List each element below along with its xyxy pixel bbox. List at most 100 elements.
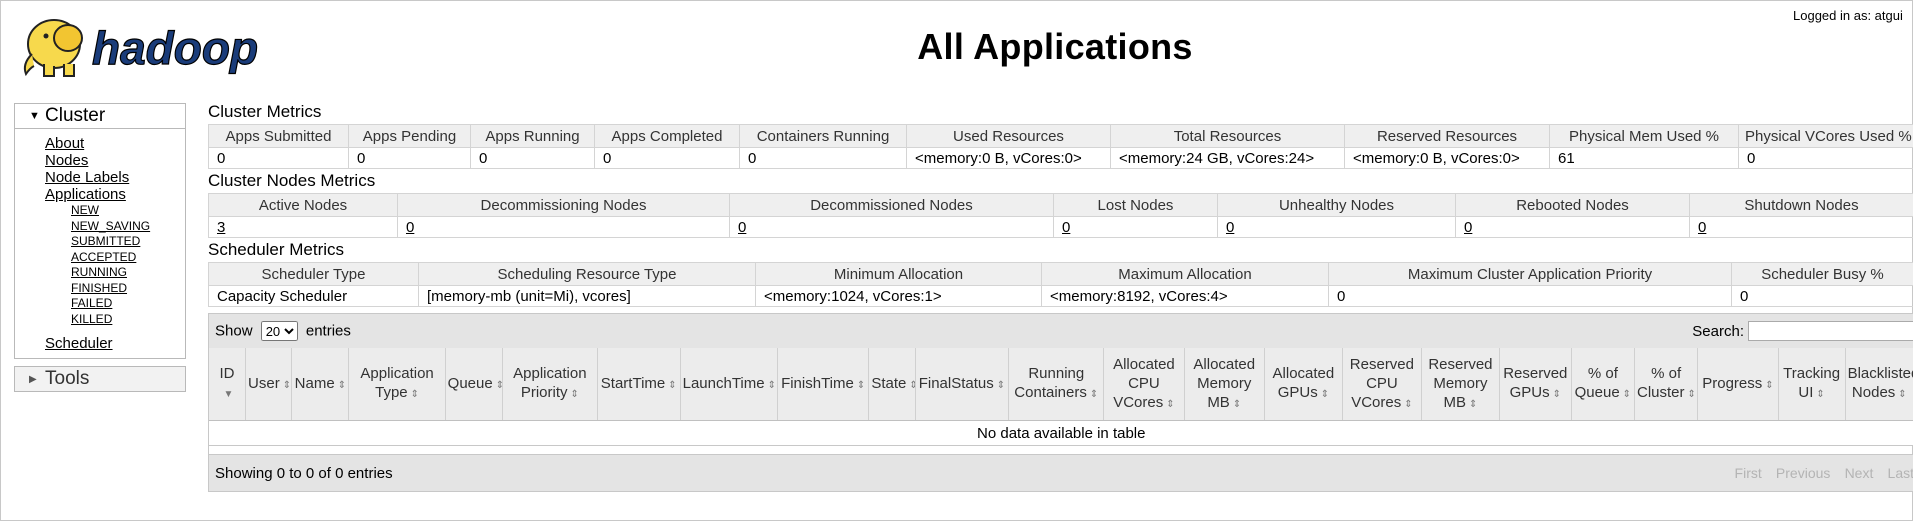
pager-previous-button[interactable]: Previous: [1775, 464, 1831, 481]
cluster-section-toggle[interactable]: ▼ Cluster: [15, 104, 185, 129]
decommissioning-nodes-link[interactable]: 0: [406, 218, 415, 236]
col-label: LaunchTime: [682, 374, 765, 392]
col-decommissioning-nodes: Decommissioning Nodes: [397, 193, 730, 217]
search-input[interactable]: [1748, 321, 1913, 341]
nav-link-state-killed[interactable]: KILLED: [71, 311, 113, 326]
sort-col-application-type[interactable]: Application Type⇕: [348, 348, 446, 421]
tools-label: Tools: [45, 368, 90, 389]
sort-col-blacklisted-nodes[interactable]: Blacklisted Nodes⇕: [1845, 348, 1913, 421]
nav-link-state-failed[interactable]: FAILED: [71, 296, 113, 310]
sort-col-tracking-ui[interactable]: Tracking UI⇕: [1778, 348, 1846, 421]
sort-icon: ⇕: [1765, 379, 1774, 391]
sort-icon: ⇕: [1089, 389, 1099, 400]
pager-next-button[interactable]: Next: [1844, 464, 1874, 481]
col-max-app-priority: Maximum Cluster Application Priority: [1328, 262, 1732, 286]
node-metrics-table: Active Nodes Decommissioning Nodes Decom…: [208, 193, 1913, 238]
max-app-priority-value: 0: [1328, 285, 1732, 307]
entries-label: entries: [305, 322, 351, 340]
scheduler-metrics-title: Scheduler Metrics: [208, 240, 345, 259]
unhealthy-nodes-link[interactable]: 0: [1226, 218, 1235, 236]
page-size-select[interactable]: 20: [260, 321, 298, 341]
sort-icon: ⇕: [1320, 389, 1330, 400]
table-footer: Showing 0 to 0 of 0 entries First Previo…: [209, 454, 1913, 491]
sort-col-percent-of-queue[interactable]: % of Queue⇕: [1571, 348, 1636, 421]
col-shutdown-nodes: Shutdown Nodes: [1689, 193, 1913, 217]
app-state-links: NEW NEW_SAVING SUBMITTED ACCEPTED RUNNIN…: [45, 203, 185, 327]
sort-icon: ⇕: [1816, 389, 1825, 400]
tools-section-toggle[interactable]: ▶ Tools: [14, 366, 186, 392]
sort-col-allocated-gpus[interactable]: Allocated GPUs⇕: [1264, 348, 1343, 421]
sort-icon: ⇕: [1687, 389, 1696, 400]
col-scheduler-busy: Scheduler Busy %: [1731, 262, 1913, 286]
col-reserved-resources: Reserved Resources: [1344, 124, 1550, 148]
col-label: ID: [219, 365, 235, 382]
sort-icon: ⇕: [1898, 389, 1907, 400]
triangle-right-icon: ▶: [29, 373, 37, 385]
shutdown-nodes-link[interactable]: 0: [1698, 218, 1707, 236]
page-title: All Applications: [917, 26, 1193, 67]
nav-link-state-submitted[interactable]: SUBMITTED: [71, 234, 141, 248]
sort-col-reserved-memory-mb[interactable]: Reserved Memory MB⇕: [1421, 348, 1500, 421]
col-minimum-allocation: Minimum Allocation: [755, 262, 1042, 286]
nav-link-about[interactable]: About: [45, 135, 85, 152]
nav-link-nodes[interactable]: Nodes: [45, 152, 89, 169]
sort-icon: ⇕: [496, 380, 502, 391]
sort-col-final-status[interactable]: FinalStatus⇕: [915, 348, 1010, 421]
nav-link-state-new-saving[interactable]: NEW_SAVING: [71, 218, 151, 233]
active-nodes-link[interactable]: 3: [217, 218, 226, 236]
col-label: % of Queue: [1574, 365, 1620, 401]
sort-icon: ⇕: [767, 379, 776, 391]
col-label: Tracking UI: [1783, 365, 1841, 401]
sort-col-name[interactable]: Name⇕: [291, 348, 350, 421]
sort-col-launch-time[interactable]: LaunchTime⇕: [680, 348, 779, 421]
pagination: First Previous Next Last: [1725, 465, 1913, 482]
sort-col-percent-of-cluster[interactable]: % of Cluster⇕: [1634, 348, 1699, 421]
col-lost-nodes: Lost Nodes: [1053, 193, 1218, 217]
total-resources-value: <memory:24 GB, vCores:24>: [1110, 147, 1345, 169]
scheduler-type-value: Capacity Scheduler: [208, 285, 419, 307]
nav-link-applications[interactable]: Applications: [45, 186, 126, 203]
applications-table: ID▼ User⇕ Name⇕ Application Type⇕ Queue⇕…: [209, 348, 1913, 446]
sort-col-running-containers[interactable]: Running Containers⇕: [1008, 348, 1105, 421]
nav-link-state-running[interactable]: RUNNING: [71, 265, 127, 279]
nav-link-state-new[interactable]: NEW: [71, 203, 99, 217]
col-apps-submitted: Apps Submitted: [208, 124, 349, 148]
col-label: State: [871, 374, 907, 392]
sort-icon: ⇕: [1404, 398, 1413, 410]
sort-col-id[interactable]: ID▼: [209, 348, 247, 421]
containers-running-value: 0: [739, 147, 907, 169]
sort-icon: ⇕: [1468, 398, 1478, 410]
sort-col-state[interactable]: State⇕: [868, 348, 916, 421]
pager-first-button[interactable]: First: [1734, 464, 1762, 481]
col-rebooted-nodes: Rebooted Nodes: [1455, 193, 1690, 217]
sort-col-allocated-memory-mb[interactable]: Allocated Memory MB⇕: [1184, 348, 1265, 421]
sort-col-allocated-cpu-vcores[interactable]: Allocated CPU VCores⇕: [1103, 348, 1185, 421]
sort-col-finish-time[interactable]: FinishTime⇕: [777, 348, 870, 421]
sort-col-user[interactable]: User⇕: [245, 348, 293, 421]
applications-panel: Show 20 entries Search:: [208, 313, 1913, 492]
sort-col-reserved-gpus[interactable]: Reserved GPUs⇕: [1499, 348, 1572, 421]
sort-col-queue[interactable]: Queue⇕: [445, 348, 503, 421]
physical-mem-used-value: 61: [1549, 147, 1739, 169]
sort-icon: ⇕: [996, 379, 1006, 391]
nav-link-state-accepted[interactable]: ACCEPTED: [71, 249, 137, 264]
sort-col-progress[interactable]: Progress⇕: [1697, 348, 1779, 421]
show-label: Show: [215, 322, 253, 340]
col-active-nodes: Active Nodes: [208, 193, 398, 217]
nav-link-state-finished[interactable]: FINISHED: [71, 280, 128, 295]
rebooted-nodes-link[interactable]: 0: [1464, 218, 1473, 236]
col-label: FinishTime: [781, 374, 854, 392]
col-scheduling-resource-type: Scheduling Resource Type: [418, 262, 756, 286]
decommissioned-nodes-link[interactable]: 0: [738, 218, 747, 236]
pager-last-button[interactable]: Last: [1887, 464, 1913, 481]
sort-col-application-priority[interactable]: Application Priority⇕: [502, 348, 598, 421]
nav-link-scheduler[interactable]: Scheduler: [45, 335, 113, 352]
col-maximum-allocation: Maximum Allocation: [1041, 262, 1329, 286]
col-apps-running: Apps Running: [470, 124, 595, 148]
sort-icon: ⇕: [337, 379, 347, 391]
lost-nodes-link[interactable]: 0: [1062, 218, 1071, 236]
nav-link-node-labels[interactable]: Node Labels: [45, 169, 130, 186]
hadoop-logo[interactable]: hadoop: [14, 8, 314, 82]
sort-col-reserved-cpu-vcores[interactable]: Reserved CPU VCores⇕: [1342, 348, 1422, 421]
sort-col-start-time[interactable]: StartTime⇕: [597, 348, 681, 421]
